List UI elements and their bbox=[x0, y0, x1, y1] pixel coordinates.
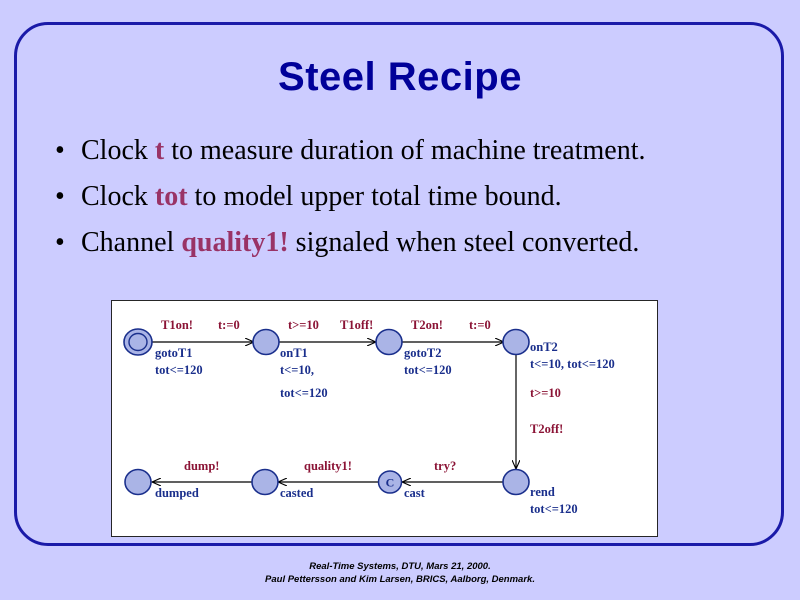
transition-label-t1on: T1on! bbox=[161, 318, 193, 332]
state-cast[interactable]: C bbox=[377, 470, 403, 494]
slide-footer: Real-Time Systems, DTU, Mars 21, 2000. P… bbox=[0, 560, 800, 586]
bullet-highlight: tot bbox=[154, 181, 188, 212]
bullet-highlight: t bbox=[154, 135, 165, 166]
bullet-text-part: Channel bbox=[81, 227, 182, 258]
bullet-marker: • bbox=[55, 135, 65, 166]
transition-label-t-ge-10-a: t>=10 bbox=[288, 318, 319, 332]
state-label-dumped: dumped bbox=[155, 486, 199, 500]
state-onT1[interactable] bbox=[252, 328, 280, 356]
footer-line-2: Paul Pettersson and Kim Larsen, BRICS, A… bbox=[265, 574, 535, 585]
state-invariant-gotoT2: tot<=120 bbox=[404, 363, 452, 377]
bullet-list: • Clock t to measure duration of machine … bbox=[55, 128, 765, 266]
transition-label-dump: dump! bbox=[184, 459, 219, 473]
list-item: • Clock t to measure duration of machine … bbox=[55, 128, 765, 174]
transition-label-t1off: T1off! bbox=[340, 318, 373, 332]
state-gotoT2[interactable] bbox=[375, 328, 403, 356]
state-gotoT1[interactable] bbox=[123, 328, 153, 356]
footer-line-1: Real-Time Systems, DTU, Mars 21, 2000. bbox=[309, 561, 491, 572]
committed-marker-cast: C bbox=[386, 476, 395, 490]
bullet-highlight: quality1! bbox=[181, 227, 289, 258]
bullet-text-part: to model upper total time bound. bbox=[187, 181, 562, 212]
state-label-casted: casted bbox=[280, 486, 313, 500]
list-item: • Clock tot to model upper total time bou… bbox=[55, 174, 765, 220]
initial-state-inner-ring bbox=[128, 332, 148, 352]
bullet-text-part: to measure duration of machine treatment… bbox=[164, 135, 646, 166]
transition-label-quality1: quality1! bbox=[304, 459, 352, 473]
state-label-onT1: onT1 bbox=[280, 346, 308, 360]
state-invariant-onT1-1: t<=10, bbox=[280, 363, 314, 377]
state-dumped[interactable] bbox=[124, 468, 152, 496]
bullet-text-part: Clock bbox=[81, 181, 155, 212]
slide-frame-border bbox=[14, 22, 784, 546]
transition-label-try: try? bbox=[434, 459, 456, 473]
transition-label-t-reset-1: t:=0 bbox=[218, 318, 240, 332]
state-label-onT2: onT2 bbox=[530, 340, 558, 354]
bullet-text-part: signaled when steel converted. bbox=[288, 227, 640, 258]
transition-label-t2off: T2off! bbox=[530, 422, 563, 436]
state-invariant-onT2: t<=10, tot<=120 bbox=[530, 357, 615, 371]
bullet-text-part: Clock bbox=[81, 135, 155, 166]
transition-label-t-ge-10-b: t>=10 bbox=[530, 386, 561, 400]
transition-label-t-reset-2: t:=0 bbox=[469, 318, 491, 332]
state-invariant-gotoT1: tot<=120 bbox=[155, 363, 203, 377]
state-casted[interactable] bbox=[251, 468, 279, 496]
transition-label-t2on: T2on! bbox=[411, 318, 443, 332]
state-label-gotoT2: gotoT2 bbox=[404, 346, 442, 360]
state-label-gotoT1: gotoT1 bbox=[155, 346, 193, 360]
bullet-marker: • bbox=[55, 181, 65, 212]
bullet-marker: • bbox=[55, 227, 65, 258]
page-title: Steel Recipe bbox=[278, 55, 522, 99]
state-invariant-rend: tot<=120 bbox=[530, 502, 578, 516]
state-label-rend: rend bbox=[530, 485, 555, 499]
list-item: • Channel quality1! signaled when steel c… bbox=[55, 220, 765, 266]
state-label-cast: cast bbox=[404, 486, 426, 500]
state-rend[interactable] bbox=[502, 468, 530, 496]
timed-automaton-diagram: C T1on! t:=0 t>=10 T1off! T2on! t:=0 got… bbox=[111, 300, 658, 537]
state-invariant-onT1-2: tot<=120 bbox=[280, 386, 328, 400]
state-onT2[interactable] bbox=[502, 328, 530, 356]
